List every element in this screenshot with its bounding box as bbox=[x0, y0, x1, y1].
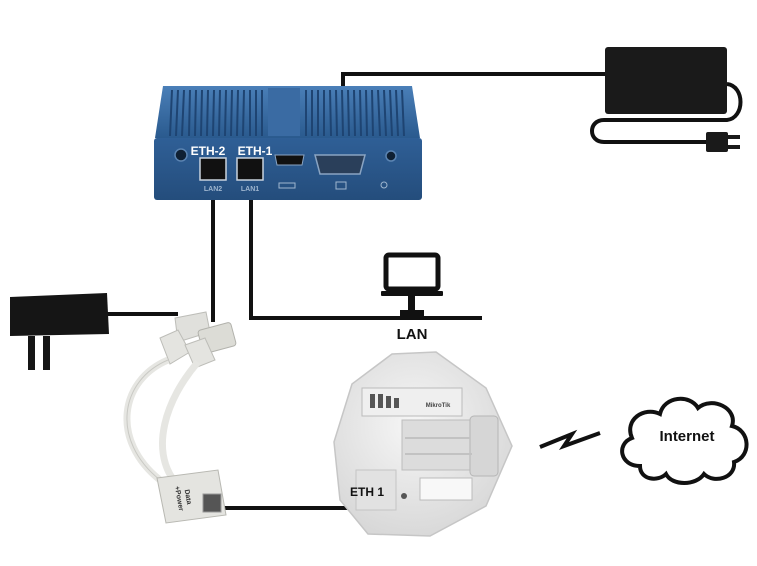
lan1-port-label: LAN1 bbox=[241, 186, 259, 193]
internet-label: Internet bbox=[659, 428, 714, 445]
audio-jack bbox=[174, 148, 188, 162]
wireless-link-icon bbox=[539, 429, 601, 450]
injector-power-label: +Power bbox=[173, 486, 184, 512]
eth1-port bbox=[236, 157, 264, 181]
power-cable-minipc bbox=[341, 72, 612, 86]
eth1-radio-label: ETH 1 bbox=[350, 485, 384, 499]
heatsink-fins bbox=[169, 89, 405, 137]
radio-antenna: MikroTik bbox=[333, 351, 513, 537]
eth2-label: ETH-2 bbox=[191, 144, 226, 158]
internet-cloud-icon bbox=[620, 397, 749, 485]
eth1-label: ETH-1 bbox=[238, 144, 273, 158]
hdmi-port bbox=[274, 154, 305, 166]
lan-label: LAN bbox=[397, 326, 428, 343]
mini-pc: LAN2 LAN1 ETH-2 ETH-1 bbox=[154, 86, 422, 200]
laptop-icon bbox=[381, 252, 443, 320]
power-adapter bbox=[590, 47, 743, 152]
poe-injector: Data +Power bbox=[123, 311, 237, 524]
injector-data-label: Data bbox=[183, 489, 193, 505]
dc-jack bbox=[385, 150, 397, 162]
wall-plug-adapter bbox=[10, 293, 109, 370]
lan2-port-label: LAN2 bbox=[204, 186, 222, 193]
cables bbox=[107, 72, 612, 510]
vga-port bbox=[314, 154, 366, 175]
eth2-port bbox=[199, 157, 227, 181]
mikrotik-logo: MikroTik bbox=[426, 403, 451, 409]
eth1-cable bbox=[249, 185, 482, 320]
